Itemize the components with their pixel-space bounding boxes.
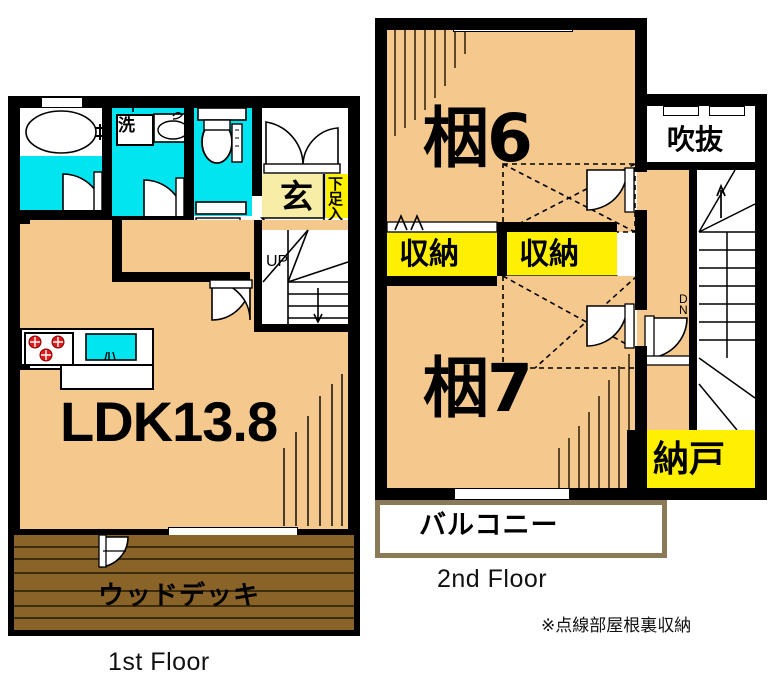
deck-door-swing	[98, 534, 129, 568]
closet-right-label: 収納	[519, 237, 579, 272]
wood-deck: ウッドデッキ	[8, 534, 360, 636]
deck-plank-line	[14, 617, 354, 619]
balcony: バルコニー	[375, 500, 667, 558]
f2-wall-room-divider	[635, 210, 647, 310]
staircase-treads	[262, 229, 349, 328]
hall-doors	[586, 167, 692, 366]
f2-wall-closet-row-top	[497, 222, 617, 232]
f2-wall-closet-row-bottom	[387, 276, 497, 286]
closet-left-label: 収納	[399, 237, 459, 272]
stairs-up-label: UP	[266, 253, 289, 270]
exterior-wall-top	[8, 96, 360, 108]
attic-storage-note: ※点線部屋根裏収納	[541, 616, 692, 636]
f2-wall-void-bottom	[647, 162, 755, 170]
shoe-cabinet-floor	[326, 174, 348, 218]
balcony-label: バルコニー	[419, 510, 559, 541]
bath-wall-bottom	[20, 210, 112, 220]
f2-wall-closet-top	[375, 220, 387, 232]
f2-wall-exterior-bottom	[375, 488, 455, 500]
closet-divider-wall	[497, 230, 507, 278]
room6-slope-hatch	[394, 30, 466, 136]
f2-wall-void-top	[647, 94, 755, 106]
deck-plank-line	[14, 558, 354, 560]
deck-plank-line	[14, 590, 354, 592]
western-room-6-label: 栶6	[423, 100, 533, 177]
void-window-right	[709, 106, 745, 116]
second-floor-caption: 2nd Floor	[437, 565, 548, 593]
closet-left-floor	[387, 232, 497, 276]
ldk-hall-door	[209, 279, 253, 321]
bath-wall-right	[102, 108, 112, 214]
stove-burners	[28, 333, 137, 362]
toilet-wall-right	[252, 108, 262, 196]
kitchen-wall-stub	[20, 364, 30, 370]
genkan-label: 玄	[280, 177, 313, 216]
f2-exterior-wall-left	[375, 18, 387, 500]
f2-exterior-wall-top	[375, 18, 647, 30]
first-floor-caption: 1st Floor	[108, 648, 210, 676]
upper-hall-floor	[637, 170, 697, 430]
deck-frame-bottom	[8, 630, 360, 636]
ldk-inner-wall-a	[20, 220, 30, 224]
deck-plank-line	[14, 605, 354, 607]
entrance-door	[263, 121, 341, 174]
deck-frame-left	[8, 535, 14, 636]
second-floor-plan: 栶6 収納 収納 栶7	[375, 18, 767, 558]
deck-plank-line	[14, 572, 354, 574]
f2-wall-room6-right	[635, 114, 647, 172]
bath-window	[41, 97, 83, 108]
deck-frame-right	[354, 535, 360, 636]
stair-wall-left	[254, 220, 262, 332]
kitchen-counter-front	[60, 364, 154, 390]
void-area-floor	[647, 114, 755, 170]
void-window-left	[663, 106, 699, 116]
f2-wall-room7-right	[635, 346, 647, 488]
f2-exterior-wall-right	[755, 94, 767, 500]
f2-wall-hall-right	[689, 170, 697, 430]
exterior-wall-right	[348, 96, 360, 541]
stair-wall-bottom	[254, 324, 348, 332]
first-floor-plan: 洗 玄 下足入	[8, 96, 360, 636]
wood-deck-label: ウッドデッキ	[98, 581, 261, 611]
storeroom-floor	[637, 430, 755, 488]
ldk-inner-wall-c	[112, 272, 250, 282]
f2-wall-top-right-stub	[635, 18, 647, 114]
ldk-inner-wall-b	[112, 220, 122, 280]
ldk-label: LDK13.8	[60, 390, 278, 453]
deck-plank-line	[14, 546, 354, 548]
washing-machine-pan	[116, 114, 154, 146]
storeroom-label: 納戸	[653, 439, 726, 480]
deck-surface	[14, 535, 354, 630]
staircase-2f-treads	[697, 169, 756, 431]
washing-machine-label: 洗	[118, 116, 135, 136]
western-room-7-label: 栶7	[423, 350, 533, 427]
ldk-slope-hatch	[283, 374, 343, 526]
genkan-floor	[262, 174, 324, 218]
closet-right-floor	[507, 232, 617, 276]
balcony-surface	[375, 500, 667, 558]
exterior-wall-left	[8, 96, 20, 541]
f2-wall-exterior-bottom2	[569, 488, 755, 500]
f2-wall-storeroom-left	[627, 430, 637, 488]
shoe-cabinet-label: 下足入	[326, 176, 344, 221]
void-label: 吹抜	[667, 123, 724, 156]
washroom-wall-right	[184, 108, 194, 220]
